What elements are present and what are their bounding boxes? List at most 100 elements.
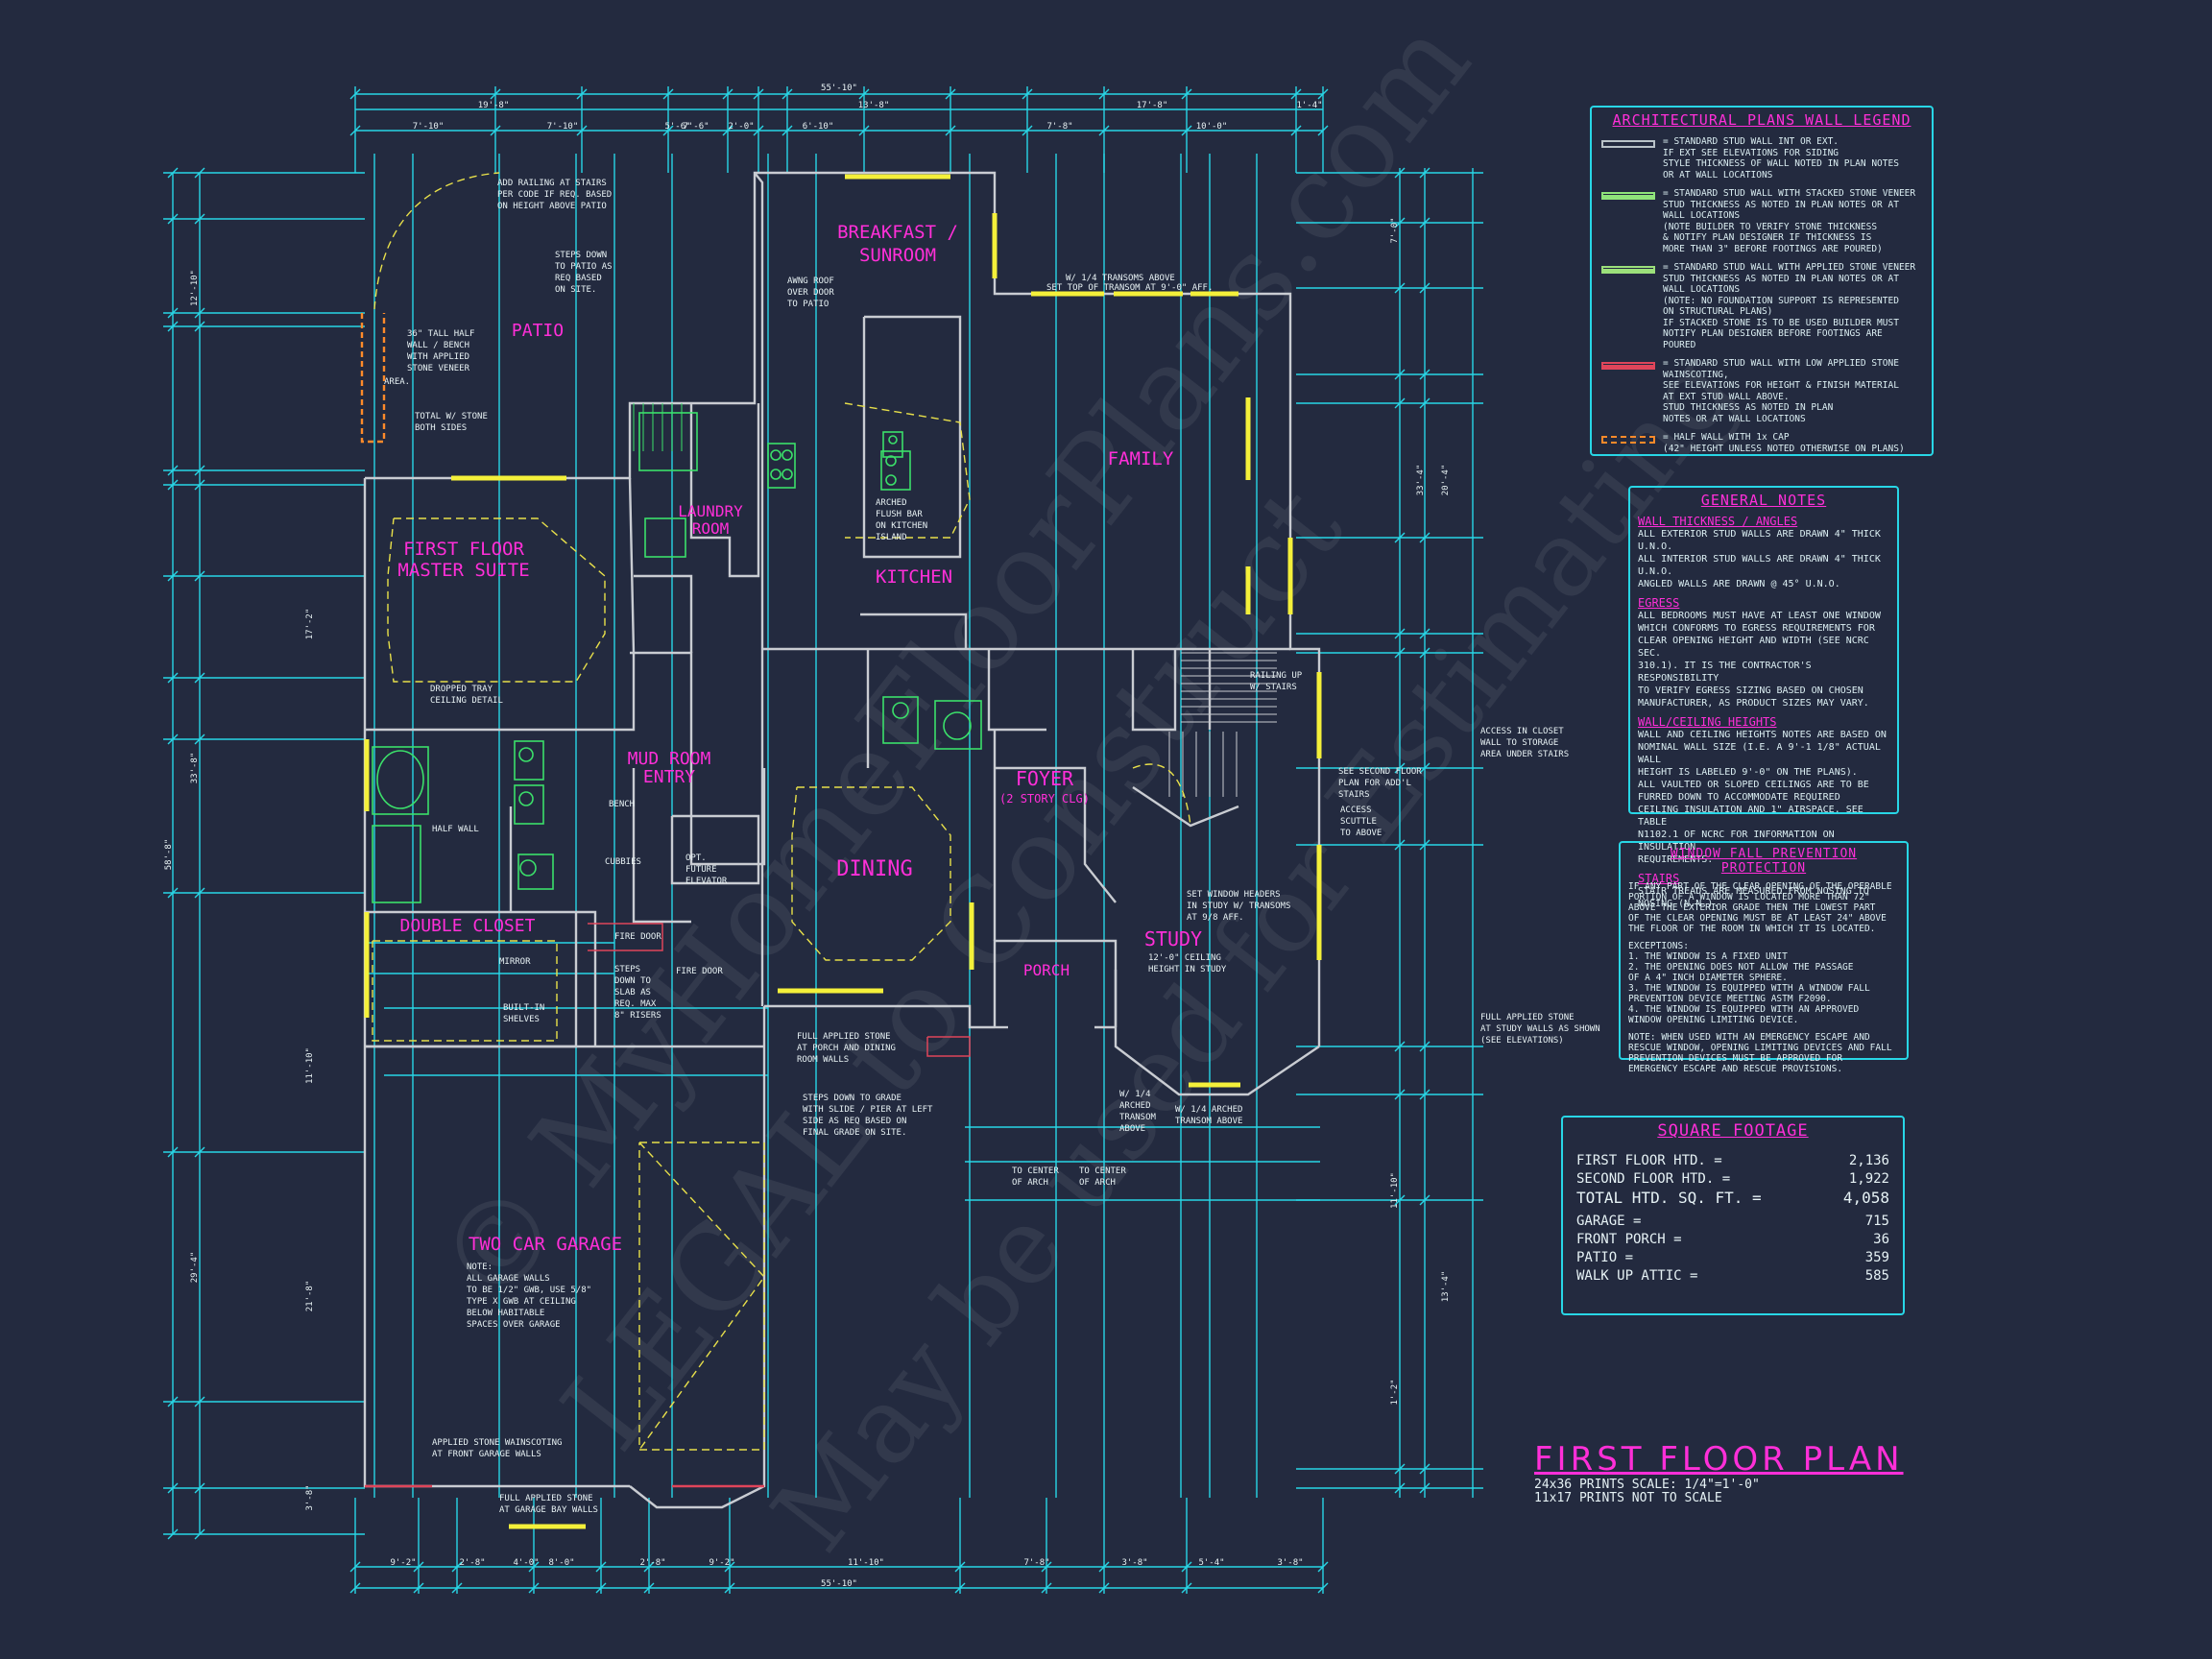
legend-text-line: = STANDARD STUD WALL WITH STACKED STONE … (1663, 188, 1916, 199)
plan-note: DROPPED TRAY (430, 685, 493, 694)
dimension-label: 10'-0" (1196, 122, 1228, 132)
dimension-line (1419, 532, 1431, 543)
room-label: TWO CAR GARAGE (469, 1234, 622, 1255)
dimension-label: 9'-2" (709, 1558, 734, 1568)
plan-note: TRANSOM ABOVE (1175, 1117, 1242, 1126)
plan-note: CEILING DETAIL (430, 696, 503, 706)
dimension-line (1394, 839, 1406, 851)
room-label: MUD ROOM (628, 749, 711, 769)
dimension-line (1419, 839, 1431, 851)
square-footage-value: 1,922 (1848, 1171, 1889, 1187)
dimension-line (167, 1482, 179, 1494)
plan-note: BENCH (609, 800, 635, 809)
plan-note: PER CODE IF REQ. BASED (497, 190, 612, 200)
plan-note: ON KITCHEN (876, 521, 927, 531)
dimension-label: 7'-0" (1390, 217, 1400, 243)
notes-line: TO VERIFY EGRESS SIZING BASED ON CHOSEN (1638, 685, 1863, 696)
notes-line: WHICH CONFORMS TO EGRESS REQUIREMENTS FO… (1638, 623, 1875, 634)
windows (364, 174, 1322, 1529)
room-label: PATIO (512, 321, 564, 341)
window-fall-line: WINDOW OPENING LIMITING DEVICE. (1628, 1015, 1799, 1025)
plan-note: WALL TO STORAGE (1480, 738, 1558, 748)
fixture-rect (514, 784, 544, 825)
legend-text-line: = STANDARD STUD WALL WITH APPLIED STONE … (1663, 262, 1916, 273)
dimension-line (662, 88, 674, 100)
plan-note: W/ 1/4 ARCHED (1175, 1105, 1242, 1115)
plan-note: ALL GARAGE WALLS (467, 1274, 550, 1284)
plan-scale-note: 11x17 PRINTS NOT TO SCALE (1534, 1491, 1722, 1505)
window-fall-line: NOTE: WHEN USED WITH AN EMERGENCY ESCAPE… (1628, 1032, 1870, 1043)
dimension-line (1394, 1194, 1406, 1206)
wall-segment (632, 768, 691, 924)
notes-line: CEILING INSULATION AND 1" AIRSPACE. SEE … (1638, 805, 1863, 828)
window-fall-line: ABOVE THE EXTERIOR GRADE THEN THE LOWEST… (1628, 902, 1876, 913)
square-footage-label: FRONT PORCH = (1576, 1232, 1682, 1247)
fixture-rect (638, 412, 698, 471)
dimension-label: 6'-10" (803, 122, 834, 132)
legend-text-line: ON STRUCTURAL PLANS) (1663, 306, 1773, 317)
dimension-line (194, 167, 205, 179)
fixture-rect (934, 700, 982, 750)
legend-item-text: = STANDARD STUD WALL INT OR EXT.IF EXT S… (1663, 136, 1899, 180)
dimension-label: 4'-0" (513, 1558, 539, 1568)
dimension-label: 17'-8" (1137, 101, 1168, 110)
plan-note: ON SITE. (555, 285, 596, 295)
dimension-line (858, 125, 870, 136)
plan-note: HALF WALL (432, 825, 479, 834)
dimension-label: 21'-8" (305, 1281, 315, 1312)
dimension-label: 17'-2" (305, 609, 315, 640)
fixture-circle (885, 455, 897, 467)
dimension-label: 7'-8" (1046, 122, 1072, 132)
dimension-label: 33'-4" (1416, 465, 1426, 496)
porch-steps (926, 1036, 971, 1057)
wall-segment (363, 478, 630, 1488)
plan-note: SET WINDOW HEADERS (1187, 890, 1281, 900)
plan-note: APPLIED STONE WAINSCOTING (432, 1438, 562, 1448)
dimension-line (194, 887, 205, 899)
fixture-circle (770, 469, 781, 480)
plan-note: WALL / BENCH (407, 341, 469, 350)
room-label: STUDY (1144, 927, 1202, 950)
wall-segment (576, 910, 597, 1046)
fixture-rect (767, 443, 796, 489)
dimension-line (194, 1146, 205, 1158)
dimension-line (1181, 125, 1192, 136)
dimension-line (490, 88, 501, 100)
fixture-rect (372, 825, 421, 903)
plan-note: OVER DOOR (787, 288, 834, 298)
dimension-line (1317, 1561, 1329, 1573)
dimension-line (945, 88, 956, 100)
plan-note: TO ABOVE (1340, 829, 1382, 838)
notes-line: ALL VAULTED OR SLOPED CEILINGS ARE TO BE (1638, 780, 1869, 790)
room-label: ENTRY (643, 767, 695, 787)
plan-note: BUILT-IN (503, 1003, 544, 1013)
dimension-line (1419, 628, 1431, 639)
plan-note: AT 9/8 AFF. (1187, 913, 1244, 923)
walls (363, 171, 1321, 1509)
room-label: PORCH (1023, 961, 1070, 979)
dimension-line (167, 733, 179, 745)
square-footage-title: SQUARE FOOTAGE (1657, 1121, 1809, 1141)
wall-segment (634, 574, 693, 653)
dimension-line (1098, 1582, 1110, 1594)
legend-item-text: = STANDARD STUD WALL WITH APPLIED STONE … (1663, 262, 1915, 350)
dimension-line (1419, 647, 1431, 659)
plan-note: AREA. (384, 377, 410, 387)
legend-text-line: NOTIFY PLAN DESIGNER BEFORE FOOTINGS ARE (1663, 328, 1883, 339)
wall-segment (630, 651, 693, 730)
window-fall-lines: IF ANY PART OF THE CLEAR OPENING OF THE … (1628, 881, 1899, 1074)
dimension-line (167, 1528, 179, 1540)
window-fall-title: WINDOW FALL PREVENTION PROTECTION (1670, 847, 1858, 876)
plan-note: REQ BASED (555, 274, 602, 283)
dimension-line (349, 1582, 361, 1594)
room-label: FAMILY (1108, 448, 1174, 469)
plan-note: STONE VENEER (407, 364, 470, 373)
dimension-line (662, 125, 674, 136)
dimension-label: 1'-2" (1390, 1379, 1400, 1405)
dimension-label: 29'-4" (190, 1252, 200, 1284)
notes-line: ALL EXTERIOR STUD WALLS ARE DRAWN 4" THI… (1638, 529, 1881, 552)
square-footage-label: GARAGE = (1576, 1214, 1642, 1229)
window-fall-line: THE FLOOR OF THE ROOM IN WHICH IT IS LOC… (1628, 924, 1876, 934)
notes-heading: WALL THICKNESS / ANGLES (1638, 515, 1798, 528)
